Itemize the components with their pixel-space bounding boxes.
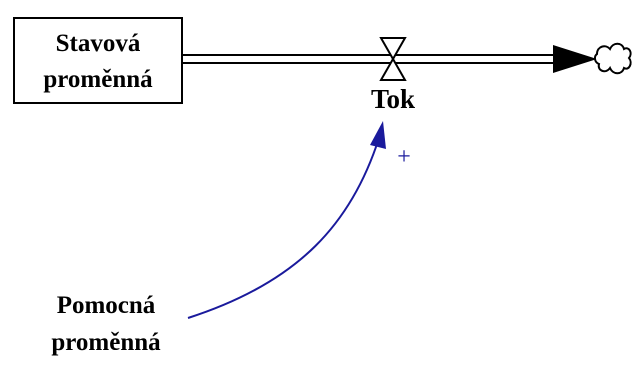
stock-box: [13, 17, 183, 104]
stock[interactable]: Stavová proměnná: [13, 17, 183, 104]
flow-label: Tok: [371, 84, 415, 114]
auxiliary-variable[interactable]: Pomocná proměnná: [51, 292, 161, 356]
link-arrowhead-icon: [370, 121, 386, 149]
cloud-sink-icon: [593, 42, 632, 75]
flow-pipe: [182, 54, 558, 64]
stock-label-line1: Stavová: [56, 30, 141, 57]
causal-link[interactable]: [187, 137, 380, 319]
auxiliary-label-line2: proměnná: [51, 329, 161, 356]
stock-label-line2: proměnná: [43, 66, 153, 93]
flow-arrowhead-icon: [553, 45, 597, 73]
valve-icon[interactable]: [379, 37, 407, 81]
auxiliary-label-line1: Pomocná: [57, 292, 156, 319]
link-polarity: +: [397, 144, 411, 170]
